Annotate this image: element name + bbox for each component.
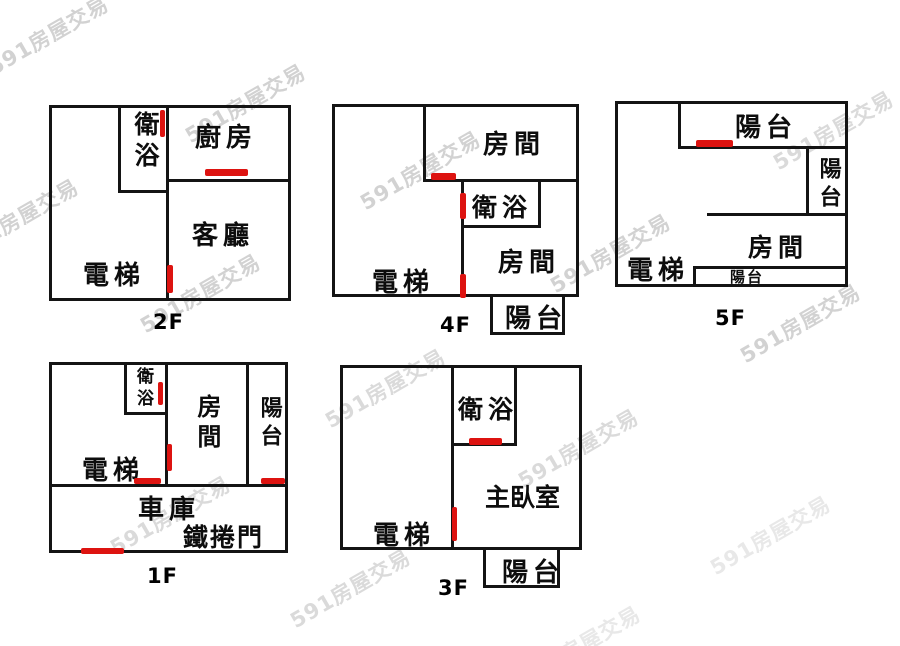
outer-wall [615, 101, 848, 287]
wall [693, 266, 696, 287]
outer-wall [332, 104, 579, 297]
room-label-room-top: 房間 [483, 130, 546, 160]
room-label-room-bottom: 房間 [498, 248, 561, 278]
balcony-outline [483, 550, 560, 588]
door-marker [261, 478, 285, 484]
door-marker [160, 110, 165, 137]
room-label-balcony: 陽台 [502, 558, 565, 588]
room-label-elevator: 電梯 [373, 521, 436, 551]
room-label-garage: 車庫 [138, 495, 201, 525]
door-marker [696, 140, 733, 147]
outer-wall [49, 105, 291, 301]
wall [165, 362, 168, 487]
room-label-living: 客廳 [192, 221, 255, 251]
room-label-elevator: 電梯 [627, 256, 690, 286]
wall [118, 105, 121, 193]
door-marker [452, 507, 457, 541]
door-marker [158, 382, 163, 405]
wall [166, 105, 169, 301]
door-marker [134, 478, 161, 484]
room-label-balcony-right: 陽台 [815, 157, 841, 213]
room-label-elevator: 電梯 [372, 268, 435, 298]
room-label-elevator: 電梯 [82, 456, 145, 486]
room-label-master-bedroom: 主臥室 [485, 483, 561, 512]
room-label-kitchen: 廚房 [195, 123, 258, 153]
floorplan-2f: 衛浴 廚房 客廳 電梯 2F [49, 105, 291, 345]
wall [461, 179, 464, 297]
wall [707, 213, 848, 216]
watermark: 591房屋交易 [706, 491, 835, 580]
door-marker [431, 173, 456, 180]
door-marker [469, 438, 502, 445]
room-label-bath: 衛浴 [133, 367, 154, 411]
room-label-balcony-top: 陽台 [735, 113, 798, 143]
floorplan-1f: 衛浴 房間 陽台 電梯 車庫 鐵捲門 1F [49, 362, 288, 597]
wall [514, 365, 517, 446]
wall [49, 484, 288, 487]
floorplan-3f: 衛浴 主臥室 電梯 陽台 3F [340, 365, 582, 605]
room-label-bath: 衛浴 [472, 193, 533, 222]
floor-label-4f: 4F [440, 313, 471, 337]
wall [451, 365, 454, 550]
room-label-room: 房間 [748, 233, 809, 262]
wall [678, 101, 681, 149]
floor-label-2f: 2F [153, 310, 184, 334]
room-label-bath: 衛浴 [131, 111, 160, 173]
wall [678, 146, 848, 149]
wall [246, 362, 249, 487]
outer-wall [340, 365, 582, 550]
room-label-room: 房間 [192, 394, 221, 454]
door-marker [167, 265, 173, 293]
door-marker [205, 169, 248, 176]
floorplan-4f: 房間 衛浴 房間 電梯 陽台 4F [332, 104, 579, 344]
outer-wall [49, 362, 288, 553]
room-label-balcony: 陽台 [505, 304, 568, 334]
room-label-balcony-bottom: 陽台 [730, 268, 765, 286]
floorplan-5f: 陽台 陽台 房間 電梯 陽台 5F [615, 101, 848, 336]
wall [166, 179, 291, 182]
room-label-bath: 衛浴 [458, 395, 519, 424]
wall [118, 190, 169, 193]
door-marker [81, 548, 124, 554]
room-label-balcony: 陽台 [256, 396, 282, 452]
wall [423, 179, 579, 182]
floor-label-5f: 5F [715, 306, 746, 330]
floor-label-1f: 1F [147, 564, 178, 588]
wall [124, 412, 168, 415]
floor-label-3f: 3F [438, 576, 469, 600]
watermark: 591房屋交易 [0, 0, 113, 80]
room-label-roller-door: 鐵捲門 [183, 523, 265, 552]
wall [693, 266, 848, 269]
door-marker [167, 444, 172, 471]
room-label-elevator: 電梯 [83, 261, 146, 291]
balcony-outline [490, 297, 565, 335]
door-marker [460, 274, 466, 298]
wall [124, 362, 127, 415]
wall [538, 179, 541, 228]
door-marker [460, 193, 466, 219]
wall [423, 104, 426, 182]
wall [461, 225, 541, 228]
watermark: 591房屋交易 [516, 601, 645, 646]
wall [806, 146, 809, 216]
